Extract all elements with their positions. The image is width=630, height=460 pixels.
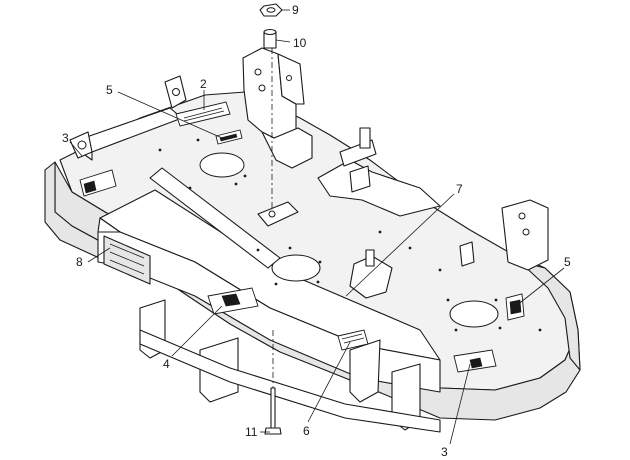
decal-3-left xyxy=(79,169,117,197)
skid-rail xyxy=(139,329,441,433)
callout-3-right: 3 xyxy=(441,445,448,459)
spacer-10-top xyxy=(263,28,277,36)
rlb-hole-1 xyxy=(518,212,526,220)
nut-9-bore xyxy=(266,7,276,13)
spindle-post xyxy=(365,249,375,267)
decal-5-right xyxy=(505,293,525,321)
callout-5-left: 5 xyxy=(106,83,113,97)
callout-9: 9 xyxy=(292,3,299,17)
callout-2: 2 xyxy=(200,77,207,91)
leader-3b xyxy=(449,363,471,445)
leader-8 xyxy=(87,247,111,263)
decal-6 xyxy=(337,329,369,351)
bumper-left-end xyxy=(97,217,121,233)
tower-hole-1 xyxy=(254,68,262,76)
tower-lower xyxy=(261,127,313,169)
lift-bracket-hole xyxy=(172,88,180,96)
spindle-opening-left xyxy=(199,152,245,178)
deck-fastener-holes xyxy=(158,138,542,332)
callout-11: 11 xyxy=(245,425,258,439)
leader-3a xyxy=(69,141,83,157)
callout-7: 7 xyxy=(456,182,463,196)
belt-shield xyxy=(149,167,281,269)
leader-7 xyxy=(345,193,455,297)
center-spindle-bolt xyxy=(268,210,276,218)
center-bracket xyxy=(349,339,381,403)
tower-hole-3 xyxy=(286,75,292,81)
idler-post xyxy=(359,127,371,149)
leader-4 xyxy=(171,305,223,357)
callout-8: 8 xyxy=(76,255,83,269)
callout-5-right: 5 xyxy=(564,255,571,269)
hinge-hole xyxy=(77,140,87,150)
decal-3-right xyxy=(453,349,497,373)
callout-4: 4 xyxy=(163,357,170,371)
leader-5b xyxy=(515,267,565,307)
leader-6 xyxy=(307,341,351,423)
bolt-11-shank xyxy=(270,387,276,429)
decal-8-brand xyxy=(103,235,151,285)
center-spindle-mount xyxy=(257,201,299,227)
bolt-11-head xyxy=(264,427,282,435)
decal-5-left xyxy=(215,129,243,145)
callout-10: 10 xyxy=(293,36,307,50)
decal-2 xyxy=(175,101,231,127)
idler-bracket xyxy=(349,165,371,193)
spindle-opening-center xyxy=(271,254,321,282)
spindle-opening-right xyxy=(449,300,499,328)
tower-hole-2 xyxy=(258,84,266,92)
right-rear-bracket xyxy=(317,159,441,217)
callout-3-left: 3 xyxy=(62,131,69,145)
leader-5a xyxy=(117,91,223,139)
rlb-hole-2 xyxy=(522,228,530,236)
leader-10 xyxy=(275,39,291,43)
callout-6: 6 xyxy=(303,424,310,438)
right-belt-guide xyxy=(459,241,475,267)
